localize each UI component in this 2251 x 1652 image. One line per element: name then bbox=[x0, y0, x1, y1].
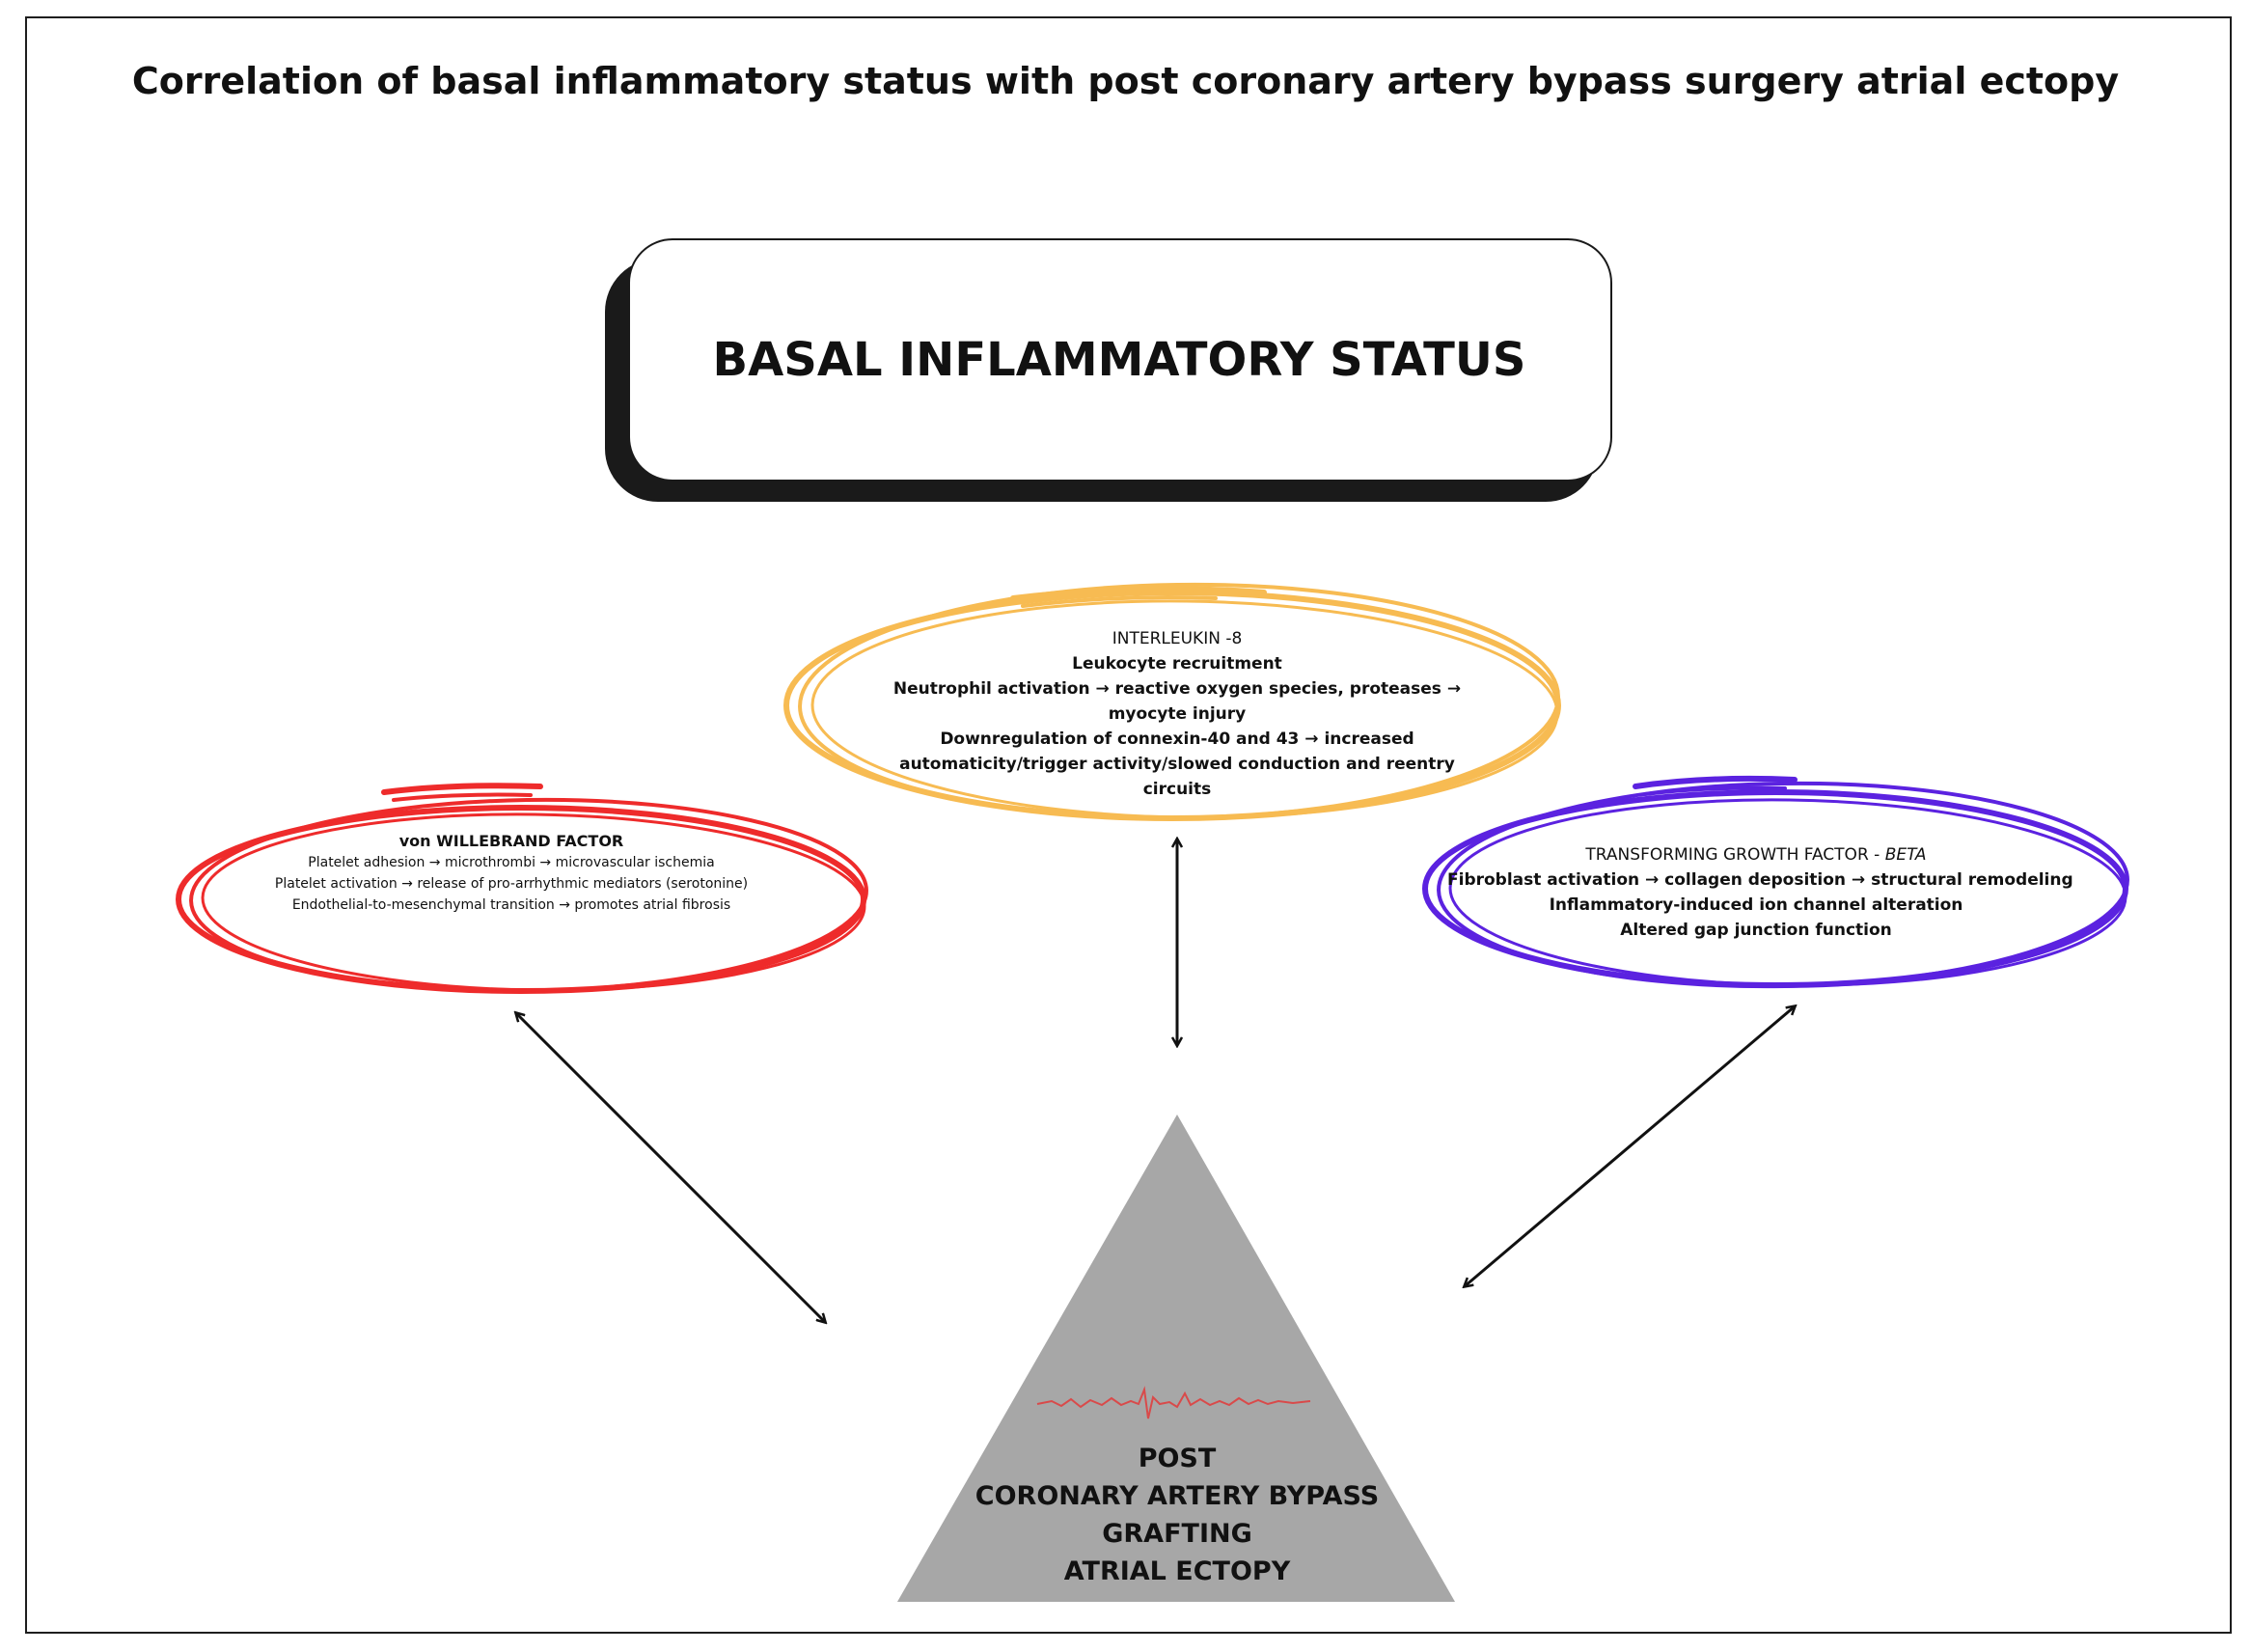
tgf-heading-italic: BETA bbox=[1884, 845, 1927, 865]
connector-vwf-outcome bbox=[516, 1013, 825, 1322]
outcome-text: POST CORONARY ARTERY BYPASS GRAFTING ATR… bbox=[868, 1440, 1486, 1590]
figure-border bbox=[25, 16, 2232, 1634]
interleukin8-line: Leukocyte recruitment bbox=[1072, 654, 1282, 674]
interleukin8-line: circuits bbox=[1142, 780, 1212, 799]
interleukin8-line: Downregulation of connexin-40 and 43 → i… bbox=[940, 730, 1414, 749]
interleukin8-heading: INTERLEUKIN -8 bbox=[1112, 629, 1243, 648]
connector-tgf-outcome bbox=[1465, 1006, 1795, 1286]
tgf-heading: TRANSFORMING GROWTH FACTOR - BETA bbox=[1447, 842, 2065, 867]
interleukin8-line: Neutrophil activation → reactive oxygen … bbox=[892, 679, 1462, 699]
tgf-line: Fibroblast activation → collagen deposit… bbox=[1447, 870, 2073, 890]
vwf-line: Endothelial-to-mesenchymal transition → … bbox=[291, 897, 731, 913]
outcome-line: ATRIAL ECTOPY bbox=[1063, 1556, 1291, 1586]
vwf-ellipse bbox=[176, 783, 868, 994]
tgf-ellipse bbox=[1422, 775, 2129, 989]
central-box bbox=[628, 238, 1612, 482]
interleukin8-text: INTERLEUKIN -8 Leukocyte recruitment Neu… bbox=[830, 626, 1524, 802]
central-box-label: BASAL INFLAMMATORY STATUS bbox=[712, 333, 1526, 387]
tgf-text: TRANSFORMING GROWTH FACTOR - BETA Fibrob… bbox=[1447, 842, 2073, 943]
outcome-line: CORONARY ARTERY BYPASS bbox=[975, 1481, 1380, 1511]
figure-title: Correlation of basal inflammatory status… bbox=[131, 60, 2120, 102]
interleukin8-line: myocyte injury bbox=[1108, 704, 1247, 724]
vwf-heading: von WILLEBRAND FACTOR bbox=[398, 832, 624, 850]
outcome-triangle bbox=[897, 1115, 1455, 1602]
ecg-trace-icon bbox=[1036, 1386, 1311, 1419]
interleukin8-line: automaticity/trigger activity/slowed con… bbox=[899, 755, 1455, 774]
tgf-line: Altered gap junction function bbox=[1620, 921, 1892, 940]
outcome-line: GRAFTING bbox=[1102, 1519, 1252, 1549]
tgf-line: Inflammatory-induced ion channel alterat… bbox=[1549, 895, 1963, 915]
outcome-line: POST bbox=[1138, 1444, 1217, 1473]
vwf-line: Platelet activation → release of pro-arr… bbox=[274, 876, 749, 892]
interleukin8-ellipse bbox=[783, 582, 1561, 821]
tgf-heading-prefix: TRANSFORMING GROWTH FACTOR - bbox=[1585, 845, 1885, 865]
vwf-text: von WILLEBRAND FACTOR Platelet adhesion … bbox=[183, 831, 839, 916]
vwf-line: Platelet adhesion → microthrombi → micro… bbox=[308, 855, 715, 870]
